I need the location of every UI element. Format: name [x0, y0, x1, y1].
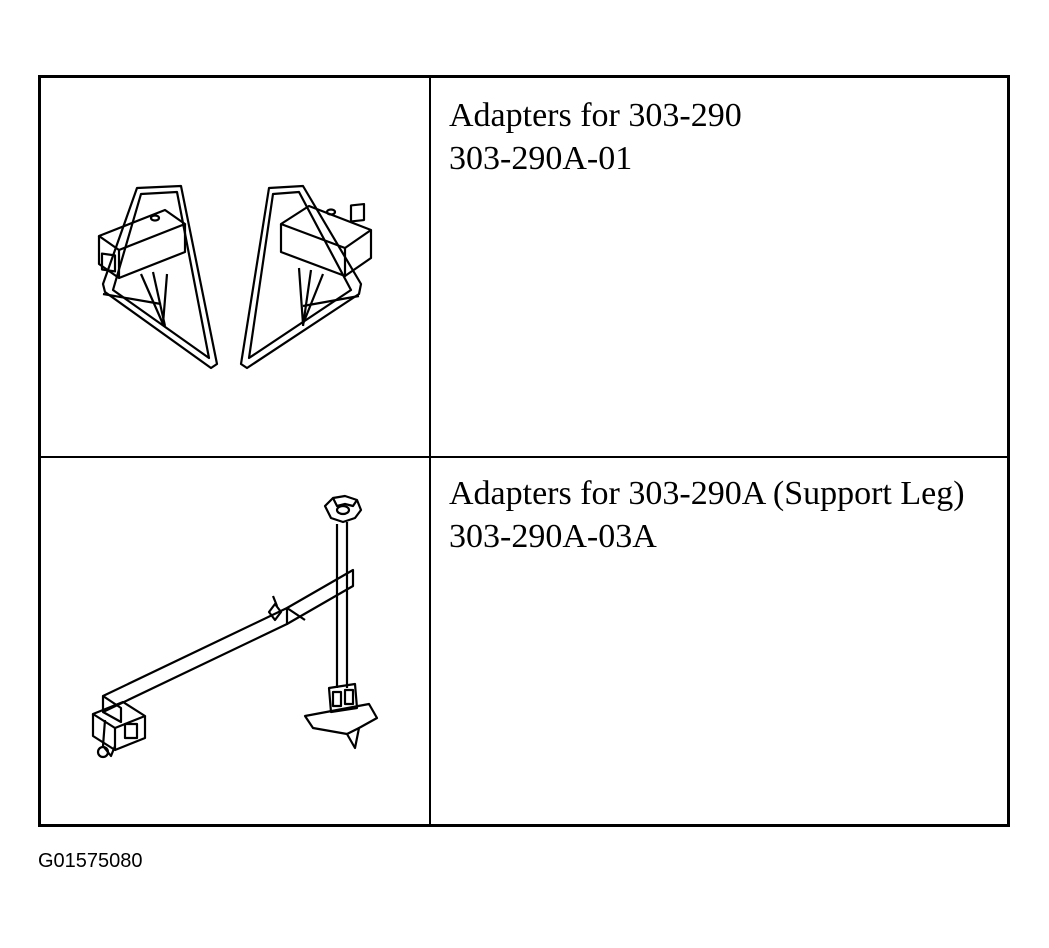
- tool-part-number: 303-290A-01: [449, 140, 633, 177]
- tool-part-number: 303-290A-03A: [449, 518, 657, 555]
- tool-image-cell: [41, 78, 431, 456]
- tool-description: Adapters for 303-290A (Support Leg) 303-…: [449, 472, 989, 558]
- tool-title: Adapters for 303-290A (Support Leg): [449, 475, 965, 512]
- adapter-brackets-illustration: [97, 184, 373, 370]
- tool-table: Adapters for 303-290 303-290A-01: [38, 75, 1010, 827]
- tool-description-cell: Adapters for 303-290 303-290A-01: [431, 78, 1007, 456]
- tool-row: Adapters for 303-290 303-290A-01: [41, 78, 1007, 458]
- figure-id: G01575080: [38, 850, 143, 872]
- tool-image-cell: [41, 456, 431, 827]
- tool-row: Adapters for 303-290A (Support Leg) 303-…: [41, 456, 1007, 827]
- tool-description: Adapters for 303-290 303-290A-01: [449, 94, 989, 180]
- tool-title: Adapters for 303-290: [449, 97, 742, 134]
- tool-description-cell: Adapters for 303-290A (Support Leg) 303-…: [431, 456, 1007, 827]
- support-leg-adapter-illustration: [91, 494, 379, 759]
